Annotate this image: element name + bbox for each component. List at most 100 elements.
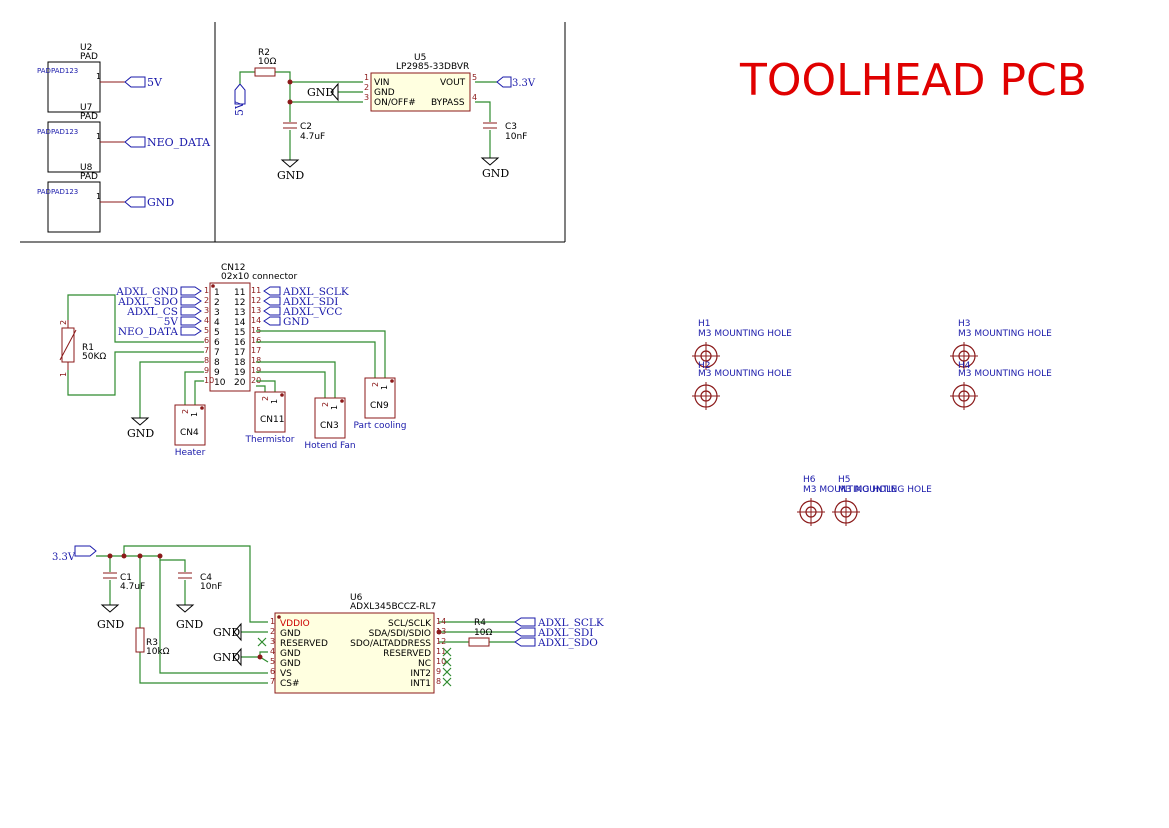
wire-vddio bbox=[123, 545, 268, 623]
u6-right-pin-name: SDA/SDI/SDIO bbox=[369, 629, 431, 639]
cn12-left-pin-num: 10 bbox=[214, 378, 226, 388]
cn12-right-pin-label: 14 bbox=[251, 316, 261, 325]
regulator-section: 5V R2 10Ω C2 4.7uF GND GND GND bbox=[233, 48, 536, 182]
cn12-left-net: ADXL_CS bbox=[126, 306, 178, 318]
u5-pin4-name: BYPASS bbox=[431, 98, 465, 108]
connector-section: CN12 02x10 connector 1122334455667788991… bbox=[59, 263, 407, 458]
cn12-left-pin-label: 2 bbox=[204, 296, 209, 305]
cn12-right-flag bbox=[263, 286, 281, 296]
pad-u7-net-flag bbox=[124, 136, 146, 148]
small-conn-ref: CN3 bbox=[320, 421, 339, 431]
pad-u7-pin: 1 bbox=[96, 132, 101, 141]
r4-body bbox=[468, 637, 490, 647]
u6-left-pin-name: RESERVED bbox=[280, 639, 328, 649]
wire-cn4-a bbox=[184, 371, 204, 405]
small-conn-ref: CN9 bbox=[370, 401, 389, 411]
accel-junction-2 bbox=[121, 553, 127, 559]
cn12-right-pin-num: 11 bbox=[234, 288, 245, 298]
r2-body bbox=[254, 67, 276, 77]
pad-u2-pin: 1 bbox=[96, 72, 101, 81]
small-conn-pin1: 1 bbox=[190, 412, 199, 417]
reg-in-net: 5V bbox=[233, 100, 246, 116]
u5-pin2-num: 2 bbox=[364, 83, 369, 92]
accel-gnd-label-3: GND bbox=[213, 626, 240, 639]
accel-flag bbox=[514, 617, 536, 627]
cn12-right-pin-label: 11 bbox=[251, 286, 261, 295]
reg-3v3-flag bbox=[496, 76, 512, 88]
accel-junction-4 bbox=[157, 553, 163, 559]
accel-net: ADXL_SDI bbox=[537, 627, 593, 639]
cn12-left-net: ADXL_SDO bbox=[117, 296, 178, 308]
accel-gnd-sym-1 bbox=[100, 604, 120, 613]
u6-ref: U6 bbox=[350, 593, 363, 603]
wire-cn9-b bbox=[256, 341, 376, 378]
cn12-left-pin-num: 5 bbox=[214, 328, 220, 338]
small-conn-pin2: 2 bbox=[321, 402, 330, 407]
cn12-right-pin-label: 13 bbox=[251, 306, 261, 315]
cn12-left-pin-label: 3 bbox=[204, 306, 209, 315]
small-conn-pin2: 2 bbox=[181, 409, 190, 414]
hole-value: M3 MOUNTING HOLE bbox=[698, 329, 792, 339]
pad-u2-val: PAD bbox=[80, 52, 98, 62]
r3-val: 10kΩ bbox=[146, 647, 170, 657]
u6-left-pin-name: GND bbox=[280, 659, 301, 669]
hole-ref: H5 bbox=[838, 475, 851, 485]
accel-gnd-label-2: GND bbox=[176, 618, 203, 631]
u6-left-pin-name: VS bbox=[280, 669, 292, 679]
small-conn-pin2: 2 bbox=[261, 396, 270, 401]
cn12-right-pin-num: 18 bbox=[234, 358, 246, 368]
r1-pin1: 1 bbox=[59, 372, 68, 377]
accel-junction-1 bbox=[107, 553, 113, 559]
accel-flag bbox=[514, 637, 536, 647]
c1-ref: C1 bbox=[120, 573, 132, 583]
reg-gnd-sym-1 bbox=[280, 159, 300, 168]
nc-pin9 bbox=[442, 667, 452, 677]
cn12-right-pin-num: 19 bbox=[234, 368, 246, 378]
cn12-right-net: ADXL_SDI bbox=[282, 296, 338, 308]
cn12-right-net: ADXL_VCC bbox=[282, 306, 342, 318]
u6-right-pin-num: 14 bbox=[436, 617, 446, 626]
cn12-right-pin-num: 16 bbox=[234, 338, 246, 348]
accel-flag bbox=[514, 627, 536, 637]
pad-u8-val: PAD bbox=[80, 172, 98, 182]
u5-pin1-name: VIN bbox=[374, 78, 390, 88]
reg-gnd-sym-3 bbox=[330, 82, 339, 102]
accel-section: 3.3V C1 4.7uF bbox=[52, 545, 604, 694]
c2-val: 4.7uF bbox=[300, 132, 325, 142]
cn12-right-flag bbox=[263, 306, 281, 316]
hole-ref: H6 bbox=[803, 475, 816, 485]
u6-left-pin-name: GND bbox=[280, 629, 301, 639]
cn12-wires bbox=[67, 294, 386, 418]
c3-val: 10nF bbox=[505, 132, 527, 142]
cn12-right-pin-label: 18 bbox=[251, 356, 261, 365]
section-dividers bbox=[20, 22, 566, 243]
cn12-left-pin-num: 9 bbox=[214, 368, 220, 378]
small-conn-body bbox=[314, 397, 346, 439]
c4-ref: C4 bbox=[200, 573, 212, 583]
u6-left-pin-num: 5 bbox=[270, 657, 275, 666]
pad-u2-body bbox=[47, 61, 101, 113]
accel-gnd-label-1: GND bbox=[97, 618, 124, 631]
cn12-body bbox=[209, 282, 251, 392]
pad-u8-fp: PADPAD123 bbox=[37, 188, 78, 196]
u6-left-pin-name: VDDIO bbox=[280, 619, 310, 629]
cn12-right-pin-num: 12 bbox=[234, 298, 245, 308]
cn12-right-net: ADXL_SCLK bbox=[282, 286, 349, 298]
u6-left-pin-name: GND bbox=[280, 649, 301, 659]
u6-left-pin-num: 3 bbox=[270, 637, 275, 646]
accel-3v3-flag bbox=[74, 545, 97, 557]
r2-ref: R2 bbox=[258, 48, 270, 58]
u6-left-pin-num: 1 bbox=[270, 617, 275, 626]
small-conn-label: Thermistor bbox=[245, 435, 295, 445]
cn12-right-pin-num: 17 bbox=[234, 348, 245, 358]
cn12-left-pin-num: 2 bbox=[214, 298, 220, 308]
r3-ref: R3 bbox=[146, 638, 158, 648]
hole-ref: H4 bbox=[958, 361, 971, 371]
u5-pin2-name: GND bbox=[374, 88, 395, 98]
cn12-gnd-sym bbox=[130, 417, 150, 426]
